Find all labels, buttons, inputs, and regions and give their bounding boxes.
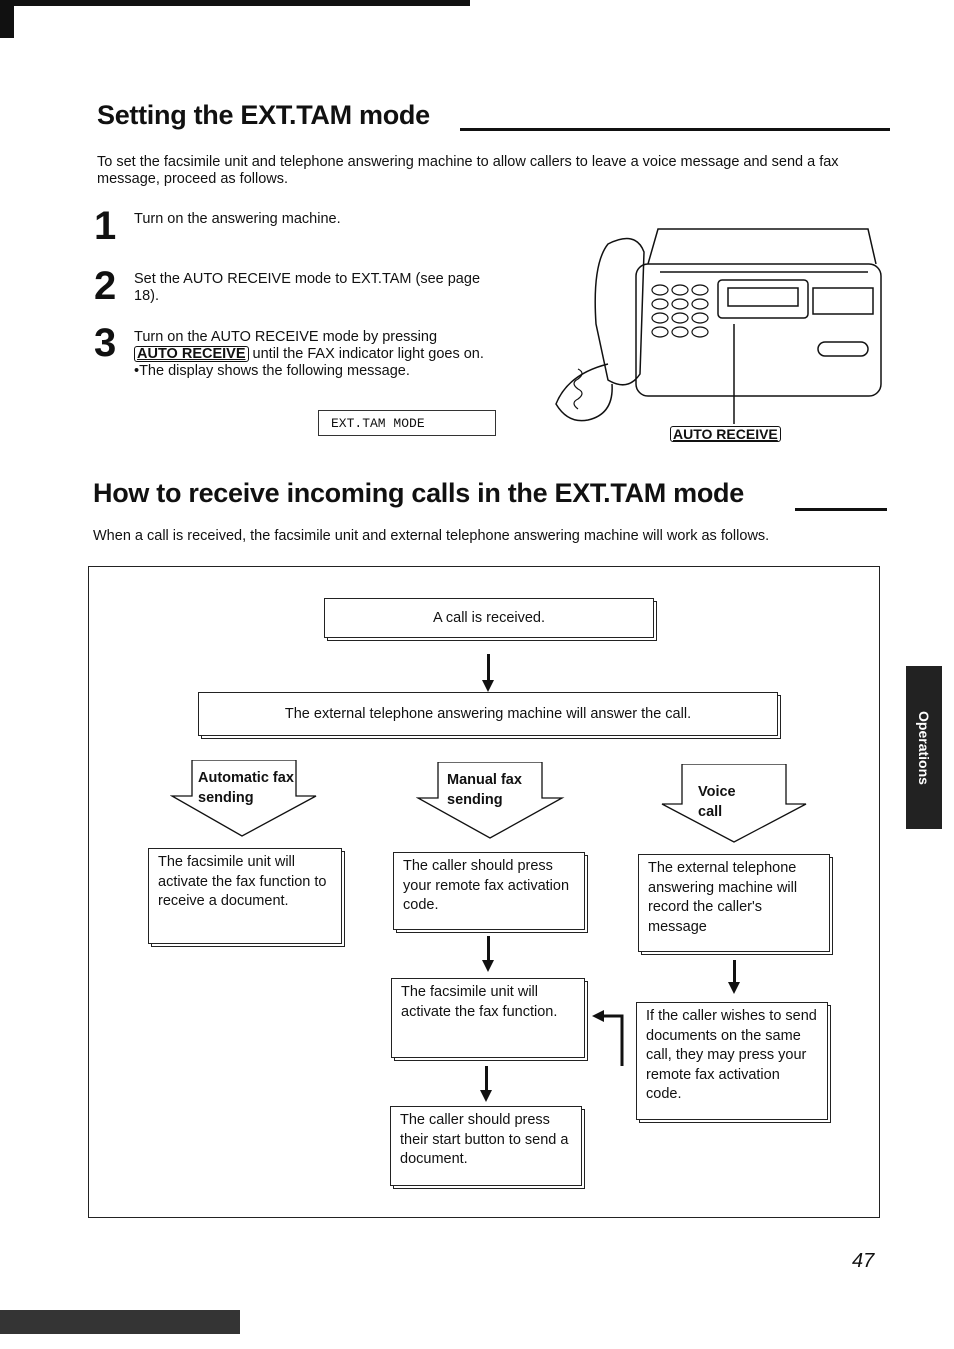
voice-box-2: If the caller wishes to send documents o… xyxy=(636,1002,828,1120)
funnel-auto xyxy=(170,760,317,837)
section1-heading-rule xyxy=(460,128,890,131)
step3-bullet: •The display shows the following message… xyxy=(134,363,410,379)
fax-machine-illustration xyxy=(555,228,882,424)
arrow-left-elbow xyxy=(592,1010,624,1066)
step1-text: Turn on the answering machine. xyxy=(134,211,341,227)
side-tab: Operations xyxy=(906,666,942,829)
scan-edge-bottom xyxy=(0,1310,240,1334)
step1-number: 1 xyxy=(94,204,117,248)
step2-number: 2 xyxy=(94,264,117,308)
branch-manual-label-text: Manual fax sending xyxy=(447,772,522,808)
section1-heading: Setting the EXT.TAM mode xyxy=(97,100,430,130)
arrow-down-1 xyxy=(482,654,494,692)
arrow-down-manual-2 xyxy=(480,1066,492,1102)
illustration-auto-receive-label: AUTO RECEIVE xyxy=(670,426,781,442)
section2-heading: How to receive incoming calls in the EXT… xyxy=(93,478,744,508)
voice-box-1: The external telephone answering machine… xyxy=(638,854,830,952)
branch-auto-label-text: Automatic fax sending xyxy=(198,770,294,806)
step3-number: 3 xyxy=(94,321,117,365)
auto-receive-key: AUTO RECEIVE xyxy=(134,346,249,362)
funnel-manual xyxy=(416,762,565,839)
side-tab-label: Operations xyxy=(916,710,932,785)
step2-text: Set the AUTO RECEIVE mode to EXT.TAM (se… xyxy=(134,271,481,304)
flow-answer-call: The external telephone answering machine… xyxy=(198,692,778,736)
display-message: EXT.TAM MODE xyxy=(318,410,496,436)
branch-voice-label-text: Voice call xyxy=(698,784,736,820)
scan-edge-top xyxy=(0,0,470,6)
section2-intro: When a call is received, the facsimile u… xyxy=(93,528,770,544)
step3-text: Turn on the AUTO RECEIVE mode by pressin… xyxy=(134,329,484,380)
funnel-voice xyxy=(661,764,807,843)
manual-box-3: The caller should press their start butt… xyxy=(390,1106,582,1186)
section2-heading-rule xyxy=(795,508,887,511)
section1-intro: To set the facsimile unit and telephone … xyxy=(97,154,839,187)
arrow-down-manual-1 xyxy=(482,936,494,972)
scan-edge-top-left xyxy=(0,0,14,38)
manual-box-2: The facsimile unit will activate the fax… xyxy=(391,978,585,1058)
step3-text-after: until the FAX indicator light goes on. xyxy=(252,346,484,362)
illustration-auto-receive-key: AUTO RECEIVE xyxy=(670,426,781,442)
step3-text-before: Turn on the AUTO RECEIVE mode by pressin… xyxy=(134,329,438,345)
page-number: 47 xyxy=(852,1250,875,1272)
arrow-down-voice xyxy=(728,960,740,994)
flow-call-received: A call is received. xyxy=(324,598,654,638)
flowchart-frame xyxy=(88,566,880,1218)
manual-box-1: The caller should press your remote fax … xyxy=(393,852,585,930)
auto-box: The facsimile unit will activate the fax… xyxy=(148,848,342,944)
